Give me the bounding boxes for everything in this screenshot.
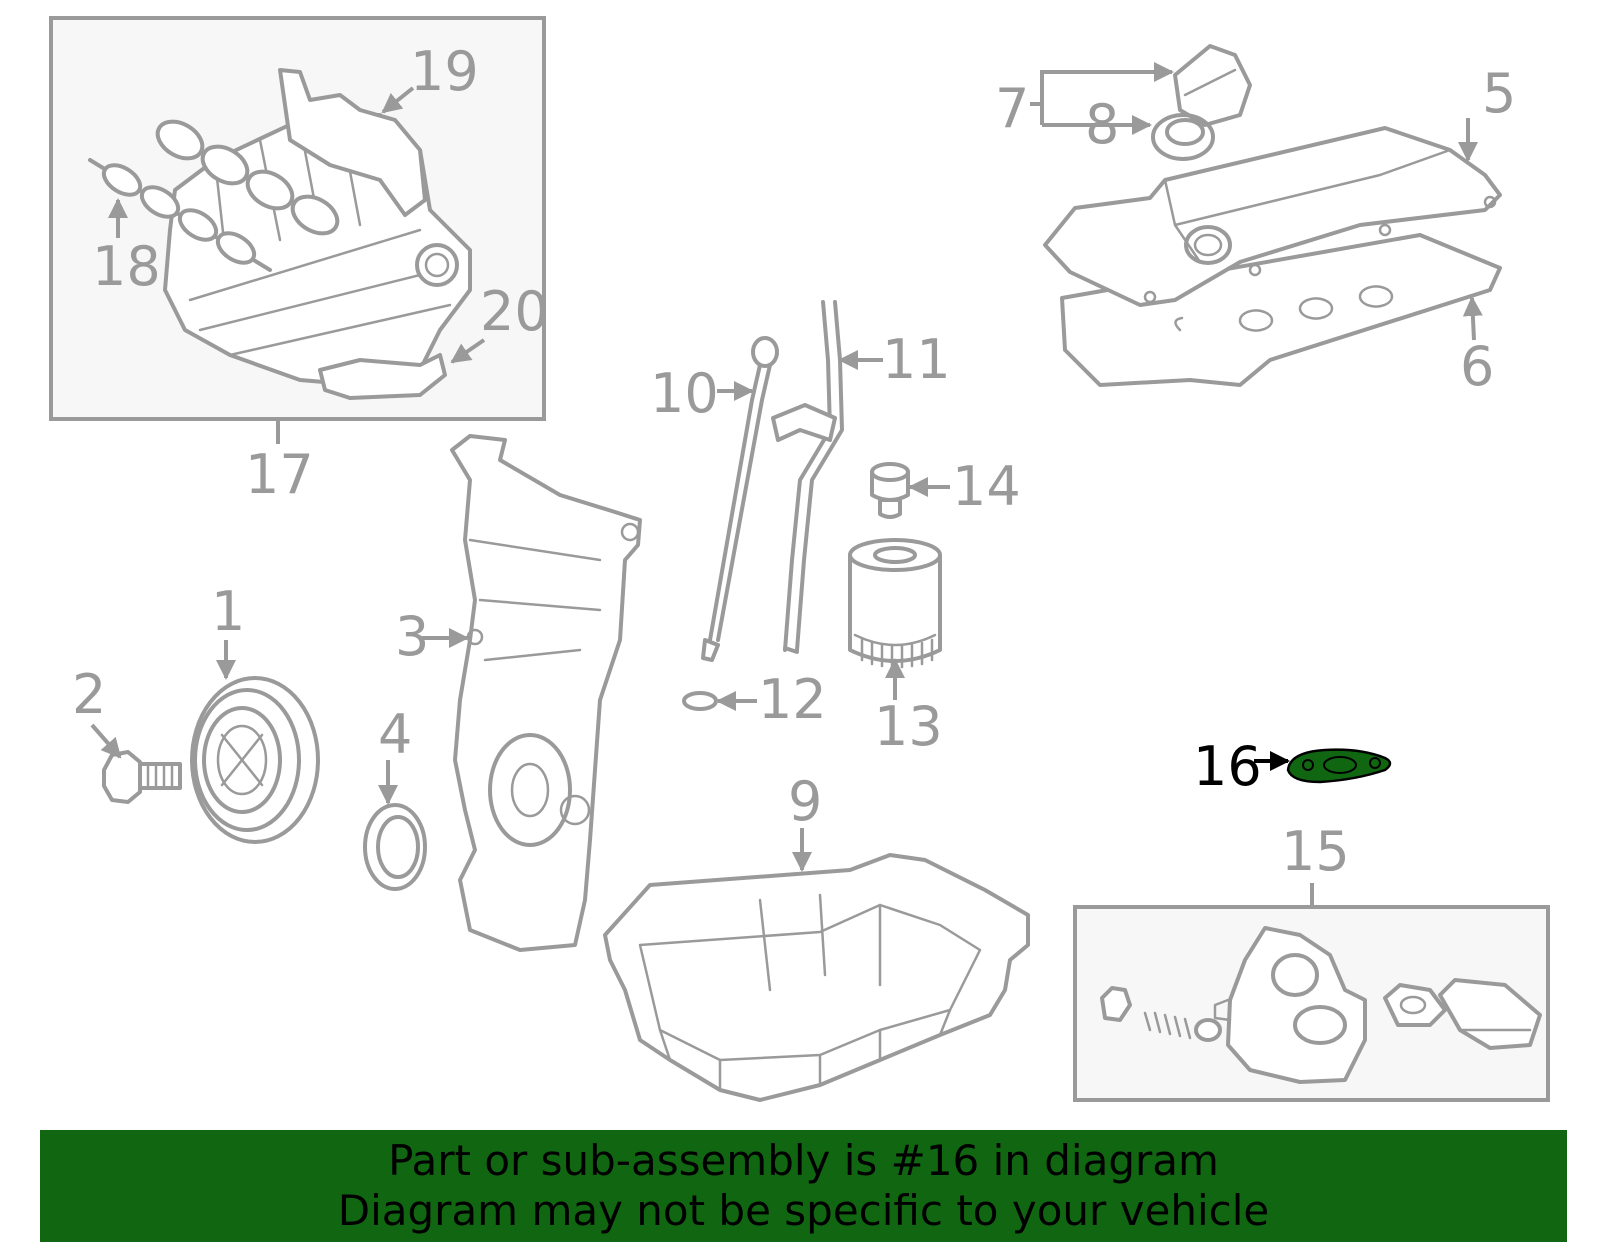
oil-filler-cap: [1151, 44, 1252, 161]
banner-line-part-number: Part or sub-assembly is #16 in diagram: [388, 1136, 1219, 1185]
callout-14: 14: [952, 455, 1021, 518]
info-banner: Part or sub-assembly is #16 in diagram D…: [40, 1130, 1567, 1242]
dipstick-o-ring: [682, 691, 718, 711]
pulley-bolt: [102, 750, 182, 804]
crank-pulley: [190, 676, 320, 844]
callout-19: 19: [410, 40, 479, 103]
callout-9: 9: [788, 770, 822, 833]
callout-15: 15: [1281, 820, 1350, 883]
leader-lines: [90, 62, 1483, 872]
dipstick-guide: [771, 300, 844, 654]
valve-cover: [1043, 126, 1502, 307]
callout-8: 8: [1085, 93, 1119, 156]
callout-2: 2: [72, 663, 106, 726]
callout-10: 10: [650, 362, 719, 425]
callout-4: 4: [378, 703, 412, 766]
oil-pump-box: [1073, 905, 1550, 1102]
callout-20: 20: [480, 280, 549, 343]
oil-filter: [848, 538, 942, 669]
callout-7: 7: [995, 77, 1029, 140]
callout-11: 11: [882, 328, 951, 391]
banner-line-disclaimer: Diagram may not be specific to your vehi…: [337, 1186, 1270, 1235]
callout-5: 5: [1482, 62, 1516, 125]
filter-union: [870, 462, 910, 519]
callout-12: 12: [758, 668, 827, 731]
callout-labels: 1 2 3 4 5 6 7 8 9 10 11 12 13 14 15 16 1…: [72, 40, 1516, 883]
oil-pan: [603, 853, 1030, 1102]
front-seal: [363, 803, 427, 891]
callout-17: 17: [245, 443, 314, 506]
highlighted-part-16-gasket: [1286, 748, 1392, 784]
callout-1: 1: [211, 580, 245, 643]
callout-13: 13: [874, 695, 943, 758]
callout-3: 3: [395, 605, 429, 668]
callout-6: 6: [1460, 335, 1494, 398]
valve-cover-gasket: [1060, 233, 1502, 387]
callout-18: 18: [92, 235, 161, 298]
callout-16-highlighted: 16: [1193, 735, 1262, 798]
timing-cover: [450, 434, 642, 952]
intake-ports: [155, 119, 340, 236]
intake-manifold-box: [49, 16, 546, 421]
intake-gasket-18: [88, 158, 272, 272]
